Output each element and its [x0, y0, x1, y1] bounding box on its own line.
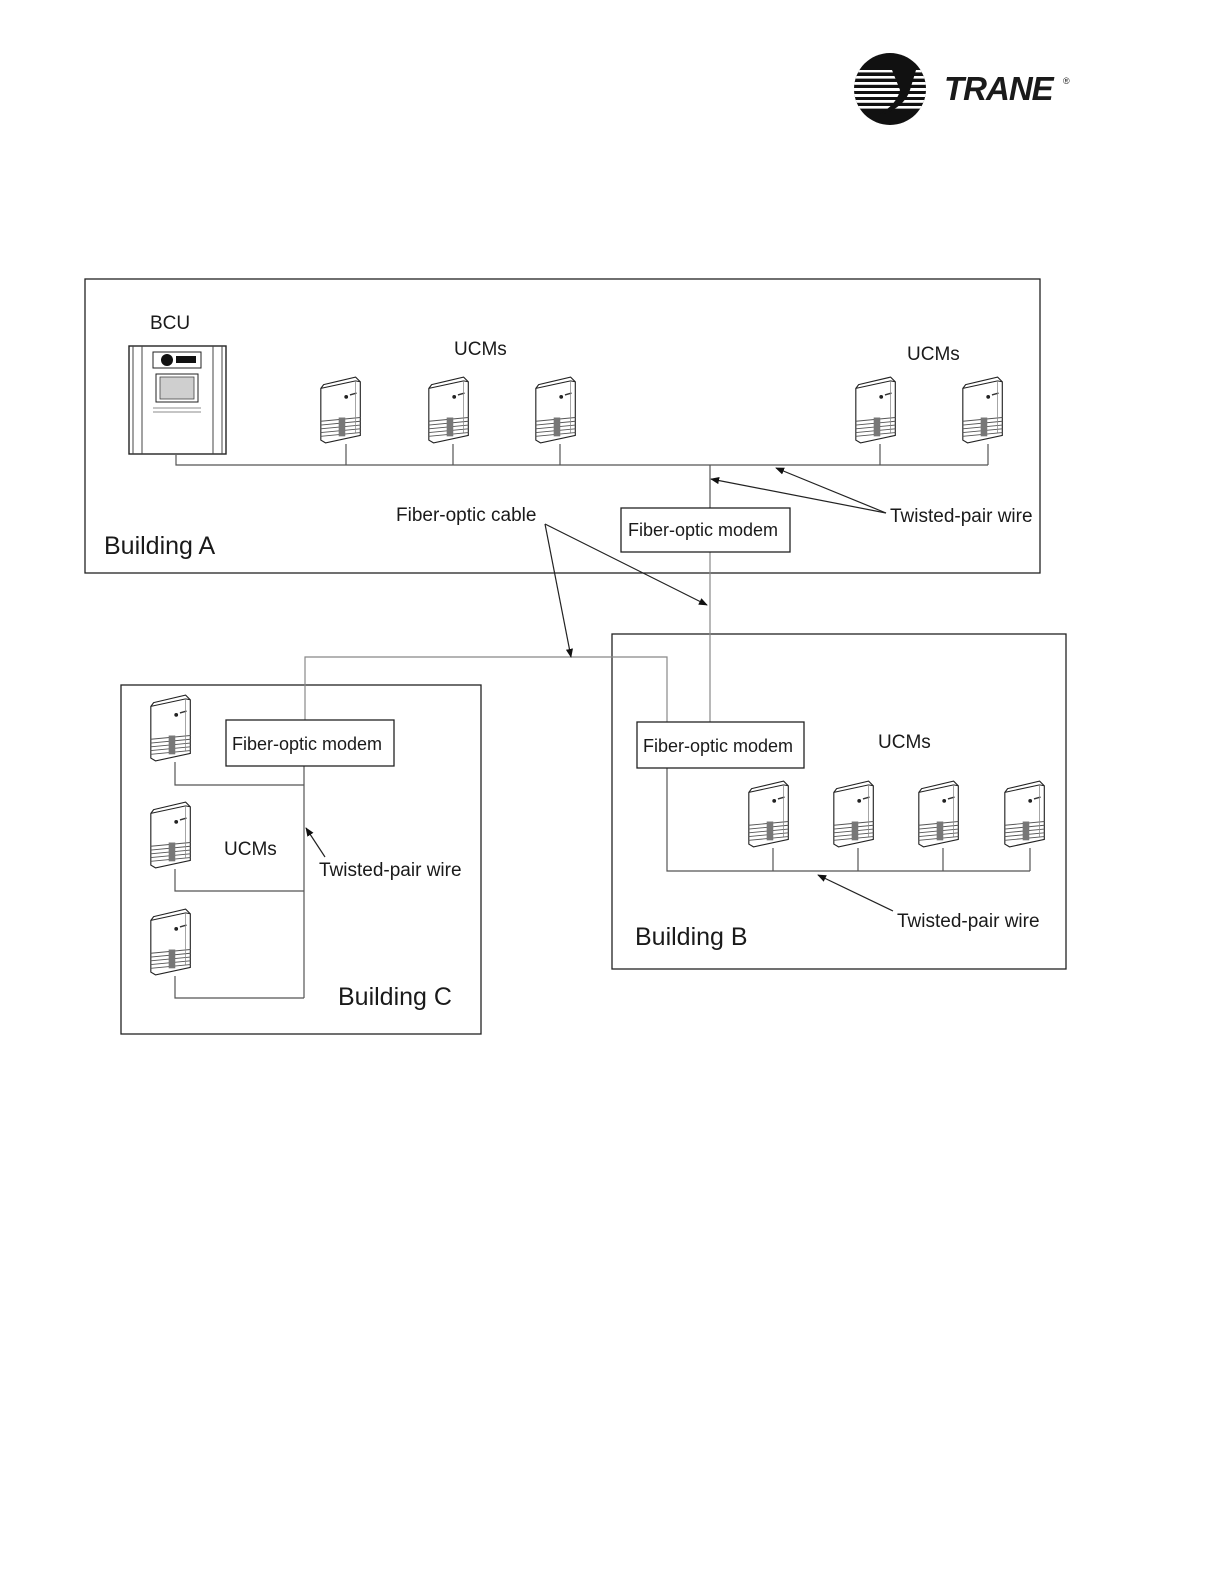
ucms-label: UCMs — [878, 732, 931, 753]
bcu-label: BCU — [150, 313, 190, 334]
ucm-device — [151, 802, 190, 868]
building-c-label: Building C — [338, 983, 452, 1011]
building-c-bus — [175, 762, 304, 998]
logo-wordmark: TRANE — [944, 70, 1055, 107]
ucm-device — [321, 377, 360, 443]
twisted-pair-wire-label: Twisted-pair wire — [890, 506, 1033, 527]
ucm-device — [749, 781, 788, 847]
fiber-optic-cable-label: Fiber-optic cable — [396, 505, 536, 526]
ucm-device — [919, 781, 958, 847]
logo-registered-mark: ® — [1063, 76, 1070, 86]
fiber-optic-modem-c-label: Fiber-optic modem — [232, 734, 382, 754]
callout-arrows — [306, 468, 893, 911]
ucms-label: UCMs — [454, 339, 507, 360]
building-b-label: Building B — [635, 923, 748, 951]
ucm-device — [536, 377, 575, 443]
ucms-label: UCMs — [907, 344, 960, 365]
ucm-device — [963, 377, 1002, 443]
ucm-device — [151, 909, 190, 975]
ucm-device — [834, 781, 873, 847]
ucm-device — [856, 377, 895, 443]
fiber-optic-modem-a-label: Fiber-optic modem — [628, 520, 778, 540]
ucms-label: UCMs — [224, 839, 277, 860]
building-a-label: Building A — [104, 532, 216, 560]
ucm-device — [1005, 781, 1044, 847]
trane-logo: TRANE ® — [850, 53, 1070, 125]
ucm-device — [429, 377, 468, 443]
bcu-device — [129, 346, 226, 454]
fiber-optic-modem-b-label: Fiber-optic modem — [643, 736, 793, 756]
twisted-pair-wire-label: Twisted-pair wire — [897, 911, 1040, 932]
twisted-pair-wire-label: Twisted-pair wire — [319, 860, 462, 881]
building-a-bus — [176, 444, 988, 508]
ucm-device — [151, 695, 190, 761]
fiber-optic-cable-runs — [305, 552, 710, 722]
